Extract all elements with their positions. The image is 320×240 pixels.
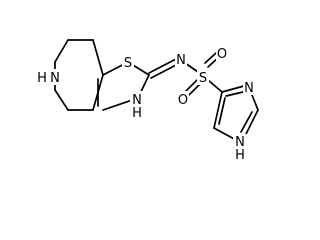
bond-s2-o2-a	[185, 79, 198, 92]
atom-n-thiazoline: N	[132, 93, 142, 108]
atom-n-imidazole-h: N	[235, 135, 245, 150]
bond-c2-n1	[244, 109, 259, 137]
atom-n-imine: N	[176, 53, 186, 68]
atom-h-piperidine: H	[37, 71, 47, 86]
atom-n-imidazole: N	[244, 81, 254, 96]
bond-c5-c4-inner	[218, 97, 226, 125]
atom-o-upper: O	[217, 47, 227, 62]
atom-s-thiazole: S	[124, 56, 132, 71]
bond-s2-o2-b	[188, 83, 201, 96]
atom-n-piperidine: N	[50, 71, 60, 86]
bond-nimine-s2	[184, 62, 199, 73]
bond-c7-c6	[54, 89, 69, 111]
chemical-structure-diagram: S N S O O H N N H N N H	[36, 39, 259, 164]
atom-o-lower: O	[178, 93, 188, 108]
bond-c4-c3a	[92, 39, 104, 76]
bond-c5-c4	[213, 91, 223, 129]
bond-c4-n3-inner	[225, 91, 244, 97]
bond-c2-nimine-b	[150, 63, 179, 79]
atom-s-sulfonyl: S	[199, 71, 207, 86]
bond-c4-n3	[221, 85, 245, 93]
bond-s2-o1-a	[204, 52, 217, 64]
bond-c2-nimine-a	[148, 58, 177, 74]
bond-n1-c5	[213, 127, 237, 141]
bond-n5-c5a	[54, 39, 69, 63]
bond-c2-n1-inner	[240, 111, 253, 133]
bond-s2-imid-c4	[207, 79, 223, 93]
atom-labels: S N S O O H N N H N N H	[36, 45, 255, 164]
atom-h-imidazole: H	[235, 148, 245, 163]
atom-h-thiazoline: H	[132, 106, 142, 121]
